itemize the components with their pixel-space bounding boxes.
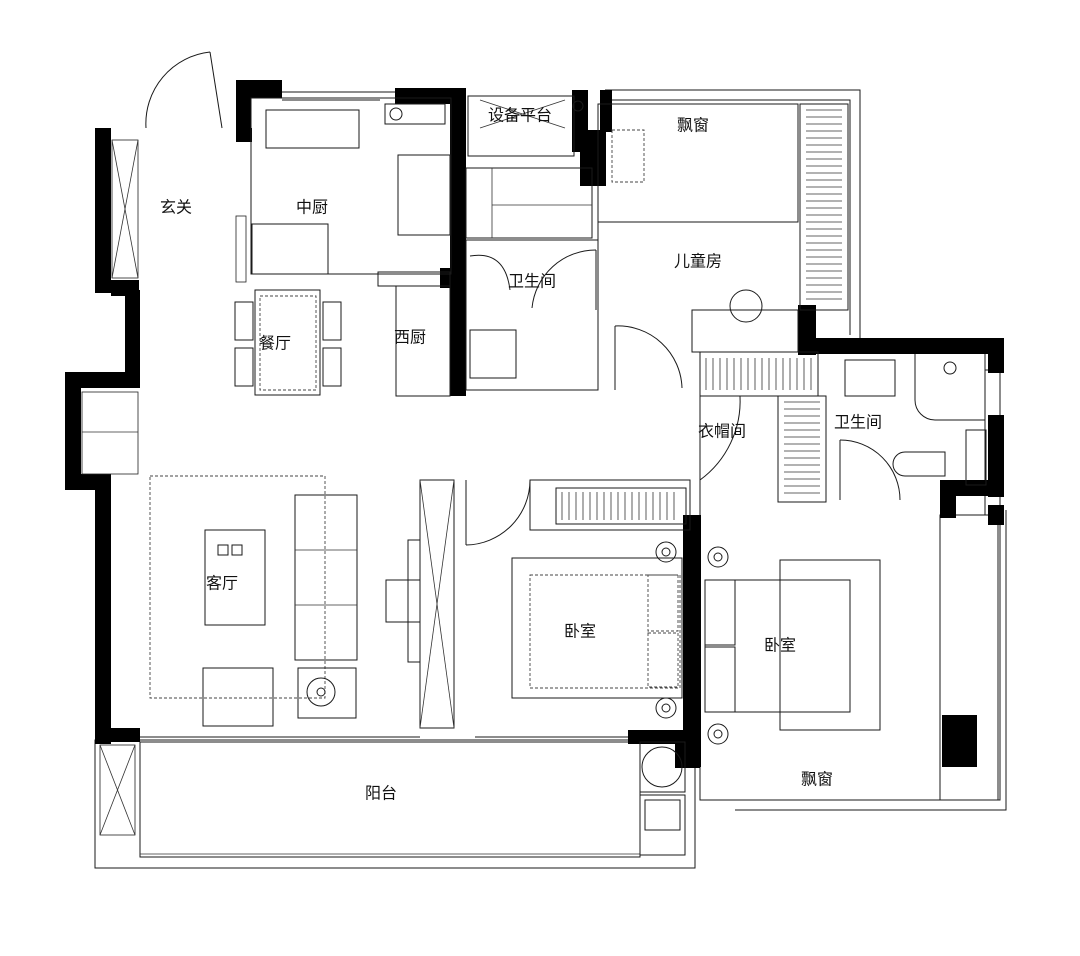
label-living-room: 客厅 — [206, 574, 238, 593]
room-labels: 玄关 中厨 设备平台 飘窗 儿童房 卫生间 餐厅 西厨 卫生间 衣帽间 客厅 卧… — [160, 106, 882, 803]
label-bathroom-1: 卫生间 — [508, 272, 556, 291]
label-bedroom-1: 卧室 — [564, 622, 596, 641]
label-kitchen: 中厨 — [296, 198, 328, 217]
label-entrance: 玄关 — [160, 198, 192, 217]
wardrobe-slats — [561, 109, 842, 520]
label-cloakroom: 衣帽间 — [698, 422, 746, 441]
label-bathroom-2: 卫生间 — [834, 413, 882, 432]
label-equipment-platform: 设备平台 — [488, 106, 552, 125]
walls — [65, 80, 1004, 768]
label-bedroom-2: 卧室 — [764, 636, 796, 655]
label-bay-window-north: 飘窗 — [677, 116, 709, 135]
glazing-panels — [81, 139, 139, 836]
label-bay-window-south: 飘窗 — [801, 770, 833, 789]
outer-outlines — [94, 89, 1007, 869]
label-dining: 餐厅 — [259, 334, 291, 353]
dining-set — [234, 289, 342, 396]
partitions — [140, 91, 987, 856]
entry-door — [145, 51, 223, 129]
label-western-kitchen: 西厨 — [394, 328, 426, 347]
label-balcony: 阳台 — [365, 784, 397, 803]
label-kids-room: 儿童房 — [674, 252, 722, 271]
